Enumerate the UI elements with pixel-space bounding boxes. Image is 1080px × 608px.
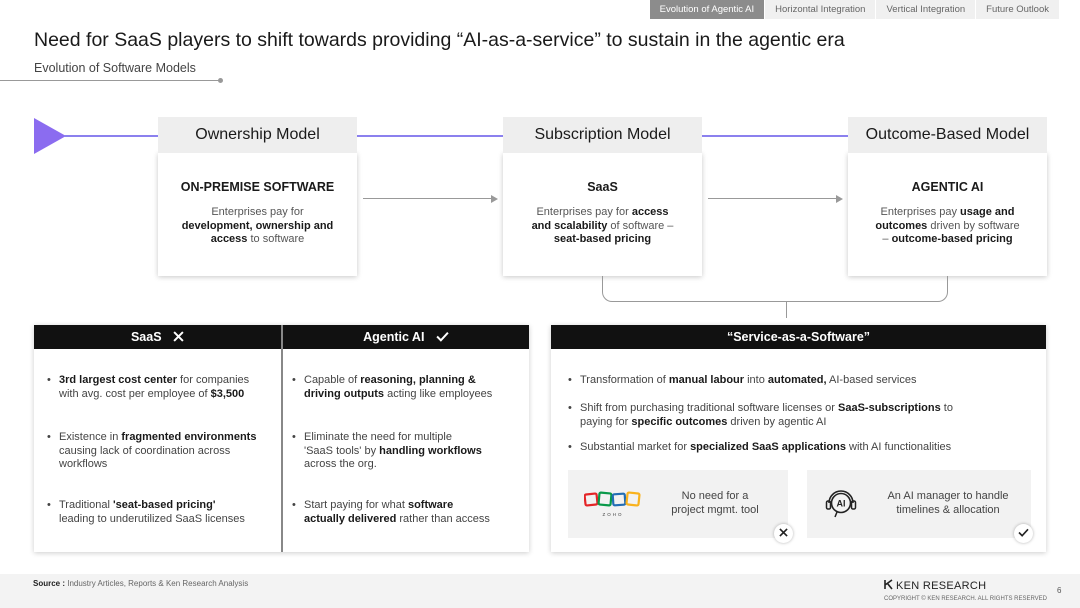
bracket-connector — [602, 276, 948, 302]
check-badge-icon — [1014, 524, 1033, 543]
model-head-subscription: Subscription Model — [503, 117, 702, 153]
model-card-title: AGENTIC AI — [911, 180, 984, 194]
saas-bullet: 3rd largest cost center for companies wi… — [47, 374, 277, 401]
tab-evolution-agentic-ai[interactable]: Evolution of Agentic AI — [648, 0, 765, 19]
source-note: Source : Industry Articles, Reports & Ke… — [33, 579, 249, 588]
ai-manager-icon: AI — [825, 490, 857, 518]
model-card-subscription: SaaS Enterprises pay for access and scal… — [503, 153, 702, 276]
page-number: 6 — [1057, 586, 1062, 595]
tab-future-outlook[interactable]: Future Outlook — [975, 0, 1059, 19]
service-bullet: Transformation of manual labour into aut… — [568, 374, 1038, 388]
arrow-line — [363, 198, 491, 200]
timeline-line — [357, 135, 503, 137]
service-panel-head: “Service-as-a-Software” — [551, 325, 1046, 349]
play-arrow-icon — [34, 118, 66, 154]
tab-horizontal-integration[interactable]: Horizontal Integration — [764, 0, 876, 19]
arrow-right-icon — [491, 194, 498, 203]
agentic-bullet: Eliminate the need for multiple 'SaaS to… — [292, 431, 524, 472]
section-tabs: Evolution of Agentic AI Horizontal Integ… — [648, 0, 1059, 19]
service-bullet: Shift from purchasing traditional softwa… — [568, 402, 1038, 429]
check-icon — [436, 332, 449, 342]
agentic-bullet: Start paying for what software actually … — [292, 499, 524, 526]
subtitle-underline-dot — [218, 78, 223, 83]
bracket-stem — [786, 302, 788, 318]
ken-research-logo-icon — [884, 579, 893, 590]
saas-panel-head: SaaS — [34, 325, 281, 349]
subtitle-underline — [0, 80, 220, 81]
model-card-desc: Enterprises pay for development, ownersh… — [181, 206, 334, 245]
timeline-line — [64, 135, 158, 137]
brand-logo: KEN RESEARCH — [884, 579, 986, 592]
zoho-logo-icon: ZOHO — [584, 491, 641, 517]
service-bullet: Substantial market for specialized SaaS … — [568, 441, 1038, 455]
copyright-text: COPYRIGHT © KEN RESEARCH. ALL RIGHTS RES… — [884, 596, 1048, 602]
footer-bar — [0, 574, 1080, 608]
panel-divider — [281, 325, 283, 552]
cross-badge-icon — [774, 524, 793, 543]
arrow-line — [708, 198, 836, 200]
model-head-ownership: Ownership Model — [158, 117, 357, 153]
model-card-title: ON-PREMISE SOFTWARE — [180, 180, 335, 194]
agentic-bullet: Capable of reasoning, planning & driving… — [292, 374, 524, 401]
timeline-line — [702, 135, 848, 137]
page-subtitle: Evolution of Software Models — [34, 61, 196, 75]
svg-text:AI: AI — [837, 499, 846, 509]
model-card-outcome: AGENTIC AI Enterprises pay usage and out… — [848, 153, 1047, 276]
tab-vertical-integration[interactable]: Vertical Integration — [875, 0, 976, 19]
model-head-outcome: Outcome-Based Model — [848, 117, 1047, 153]
saas-bullet: Existence in fragmented environments cau… — [47, 431, 277, 472]
svg-text:ZOHO: ZOHO — [603, 512, 624, 517]
page-title: Need for SaaS players to shift towards p… — [34, 29, 845, 51]
cross-icon — [173, 331, 184, 342]
model-card-title: SaaS — [587, 180, 618, 194]
model-card-desc: Enterprises pay for access and scalabili… — [531, 206, 674, 245]
arrow-right-icon — [836, 194, 843, 203]
agentic-panel-head: Agentic AI — [283, 325, 529, 349]
model-card-desc: Enterprises pay usage and outcomes drive… — [875, 206, 1020, 245]
model-card-ownership: ON-PREMISE SOFTWARE Enterprises pay for … — [158, 153, 357, 276]
saas-bullet: Traditional 'seat-based pricing' leading… — [47, 499, 277, 526]
